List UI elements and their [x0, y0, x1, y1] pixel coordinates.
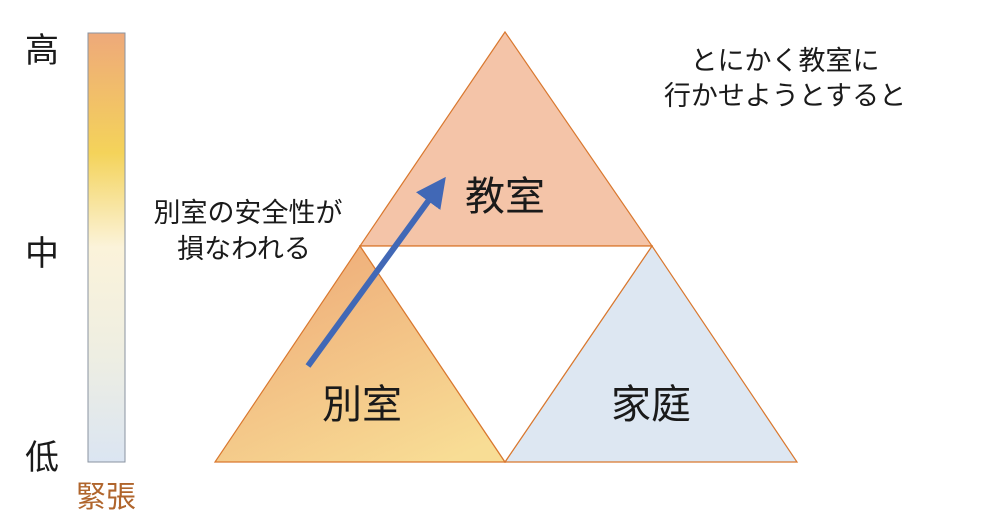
triangle-center	[358, 245, 654, 464]
tension-scale-bar	[87, 32, 126, 463]
shift-arrow	[305, 176, 446, 368]
note-line1: とにかく教室に	[691, 46, 880, 77]
arrow-note-line1: 別室の安全性が	[154, 198, 343, 229]
note-line2: 行かせようとすると	[664, 81, 906, 112]
scale-low-label: 低	[25, 438, 59, 478]
arrow-note-line2: 損なわれる	[177, 234, 311, 265]
scale-mid-label: 中	[25, 234, 59, 274]
scale-high-label: 高	[25, 31, 59, 71]
separate-room-label: 別室	[322, 382, 402, 428]
classroom-label: 教室	[465, 174, 545, 220]
scale-caption: 緊張	[76, 480, 136, 515]
home-label: 家庭	[611, 382, 691, 428]
